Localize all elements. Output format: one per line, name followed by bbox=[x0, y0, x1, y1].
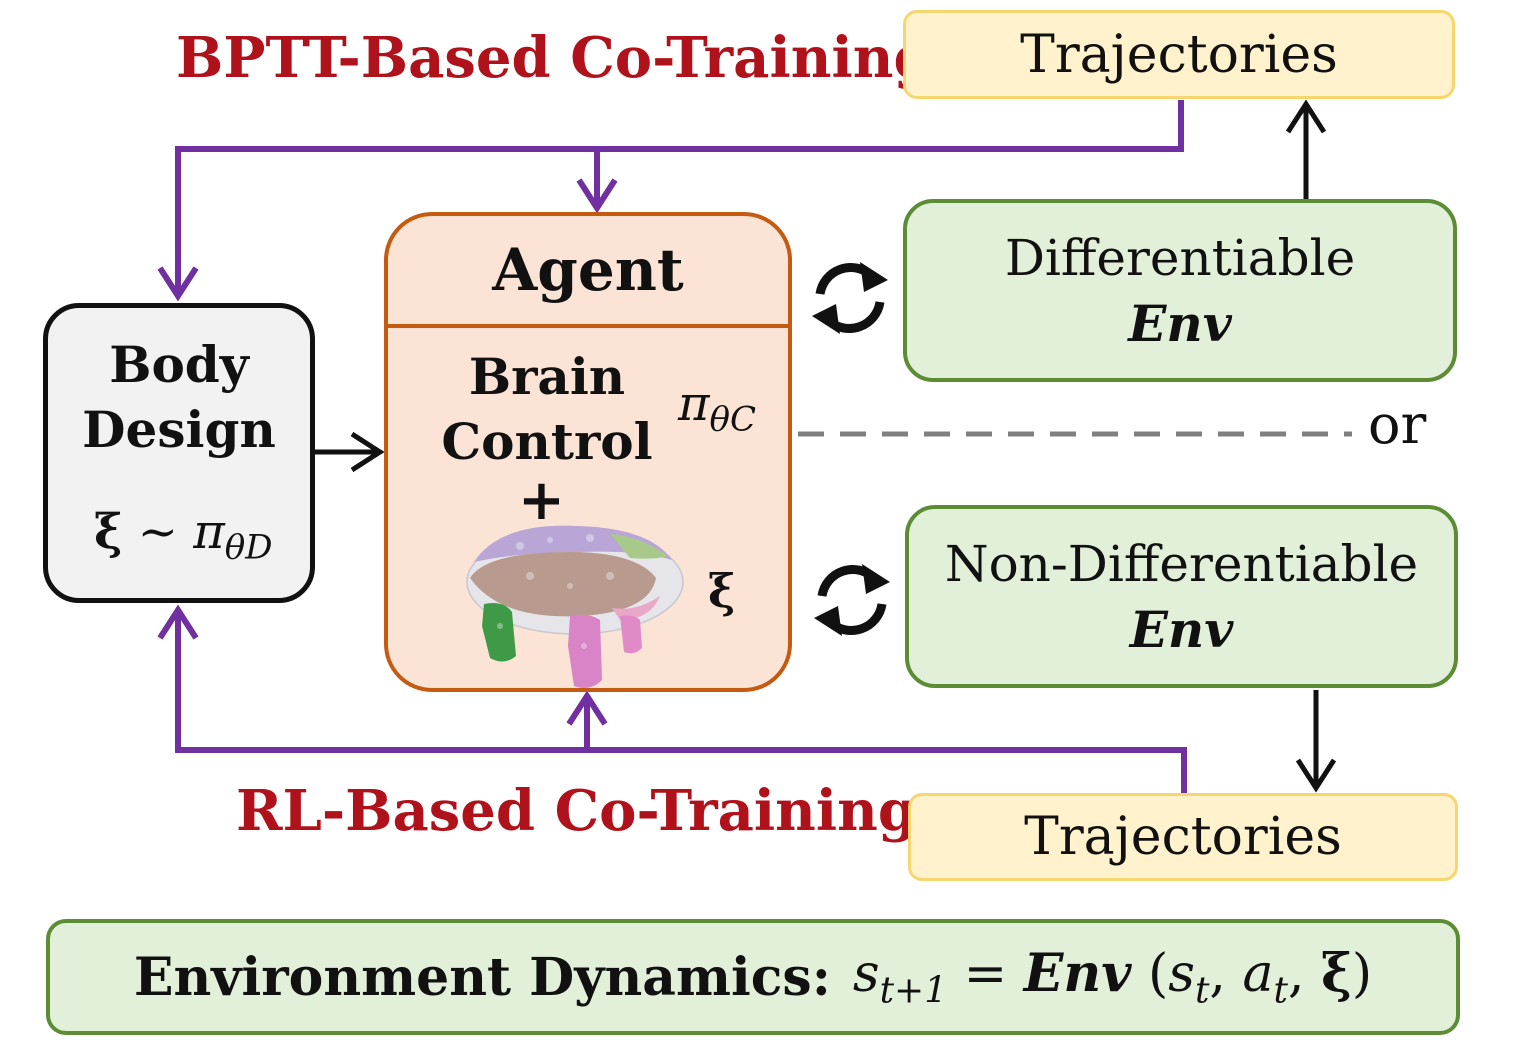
control-policy-label: πθC bbox=[678, 376, 756, 440]
design-policy-symbol: π bbox=[193, 504, 225, 560]
design-policy-subscript: θD bbox=[224, 527, 273, 568]
sim-symbol: ~ bbox=[137, 504, 178, 560]
rl-arrowhead-body bbox=[157, 604, 199, 640]
xi-symbol: ξ bbox=[94, 504, 123, 560]
eq-comma: , bbox=[1287, 943, 1305, 1004]
eq-lhs-subscript: t+1 bbox=[879, 970, 948, 1012]
trajectories-label: Trajectories bbox=[1024, 807, 1342, 867]
eq-open-paren: ( bbox=[1147, 943, 1169, 1004]
control-policy-subscript: θC bbox=[709, 399, 757, 440]
soft-robot-creature-image bbox=[466, 525, 684, 688]
non-differentiable-env-title: Non-Differentiable bbox=[944, 534, 1419, 593]
rl-co-training-label: RL-Based Co-Training bbox=[236, 778, 917, 844]
eq-close-paren: ) bbox=[1351, 943, 1373, 1004]
agent-xi-symbol: ξ bbox=[708, 564, 736, 618]
nondiff-env-arrowhead bbox=[1295, 758, 1337, 793]
agent-box: Agent Brain Control πθC + ξ bbox=[384, 212, 792, 692]
bptt-feedback-line bbox=[175, 100, 1184, 296]
body-design-box: Body Design ξ ~ πθD bbox=[43, 303, 315, 603]
bptt-arrowhead-agent bbox=[576, 178, 618, 214]
agent-title: Agent bbox=[388, 216, 788, 328]
trajectories-box-top: Trajectories bbox=[903, 10, 1455, 99]
differentiable-env-name: Env bbox=[1128, 293, 1232, 353]
non-differentiable-env-box: Non-Differentiable Env bbox=[905, 505, 1458, 688]
control-policy-symbol: π bbox=[678, 376, 710, 432]
environment-dynamics-box: Environment Dynamics: st+1 = Env (st, at… bbox=[46, 919, 1460, 1035]
differentiable-env-title: Differentiable bbox=[1004, 228, 1356, 287]
body-design-title: Body Design bbox=[48, 332, 310, 462]
plus-symbol: + bbox=[518, 467, 565, 533]
eq-action: a bbox=[1242, 943, 1274, 1004]
eq-state-subscript: t bbox=[1194, 970, 1210, 1012]
eq-xi: ξ bbox=[1321, 942, 1352, 1004]
environment-dynamics-label: Environment Dynamics: bbox=[133, 946, 831, 1008]
cycle-icon bbox=[812, 262, 888, 334]
differentiable-env-box: Differentiable Env bbox=[903, 199, 1457, 382]
eq-lhs: s bbox=[852, 943, 880, 1004]
non-differentiable-env-name: Env bbox=[1129, 599, 1234, 659]
body-to-agent-arrowhead bbox=[350, 431, 385, 473]
body-design-formula: ξ ~ πθD bbox=[94, 504, 272, 568]
eq-equals: = bbox=[963, 943, 1008, 1004]
cycle-icon bbox=[814, 564, 890, 636]
eq-comma: , bbox=[1209, 943, 1226, 1004]
body-design-line2: Design bbox=[82, 400, 276, 459]
trajectories-box-bottom: Trajectories bbox=[908, 793, 1458, 881]
rl-feedback-line bbox=[175, 610, 1187, 795]
or-label: or bbox=[1368, 393, 1427, 456]
diff-env-arrowhead bbox=[1285, 99, 1327, 134]
environment-dynamics-equation: st+1 = Env (st, at, ξ) bbox=[853, 943, 1372, 1011]
body-design-line1: Body bbox=[109, 335, 249, 394]
eq-action-subscript: t bbox=[1273, 970, 1288, 1012]
rl-arrowhead-agent bbox=[566, 690, 608, 726]
bptt-co-training-label: BPTT-Based Co-Training bbox=[176, 25, 933, 91]
trajectories-label: Trajectories bbox=[1020, 24, 1338, 85]
bptt-arrowhead-body bbox=[157, 266, 199, 302]
eq-env: Env bbox=[1023, 942, 1132, 1004]
brain-control-label: Brain Control bbox=[422, 344, 672, 474]
brain-control-line1: Brain bbox=[468, 347, 626, 406]
eq-state: s bbox=[1168, 943, 1195, 1004]
brain-control-line2: Control bbox=[441, 412, 653, 471]
